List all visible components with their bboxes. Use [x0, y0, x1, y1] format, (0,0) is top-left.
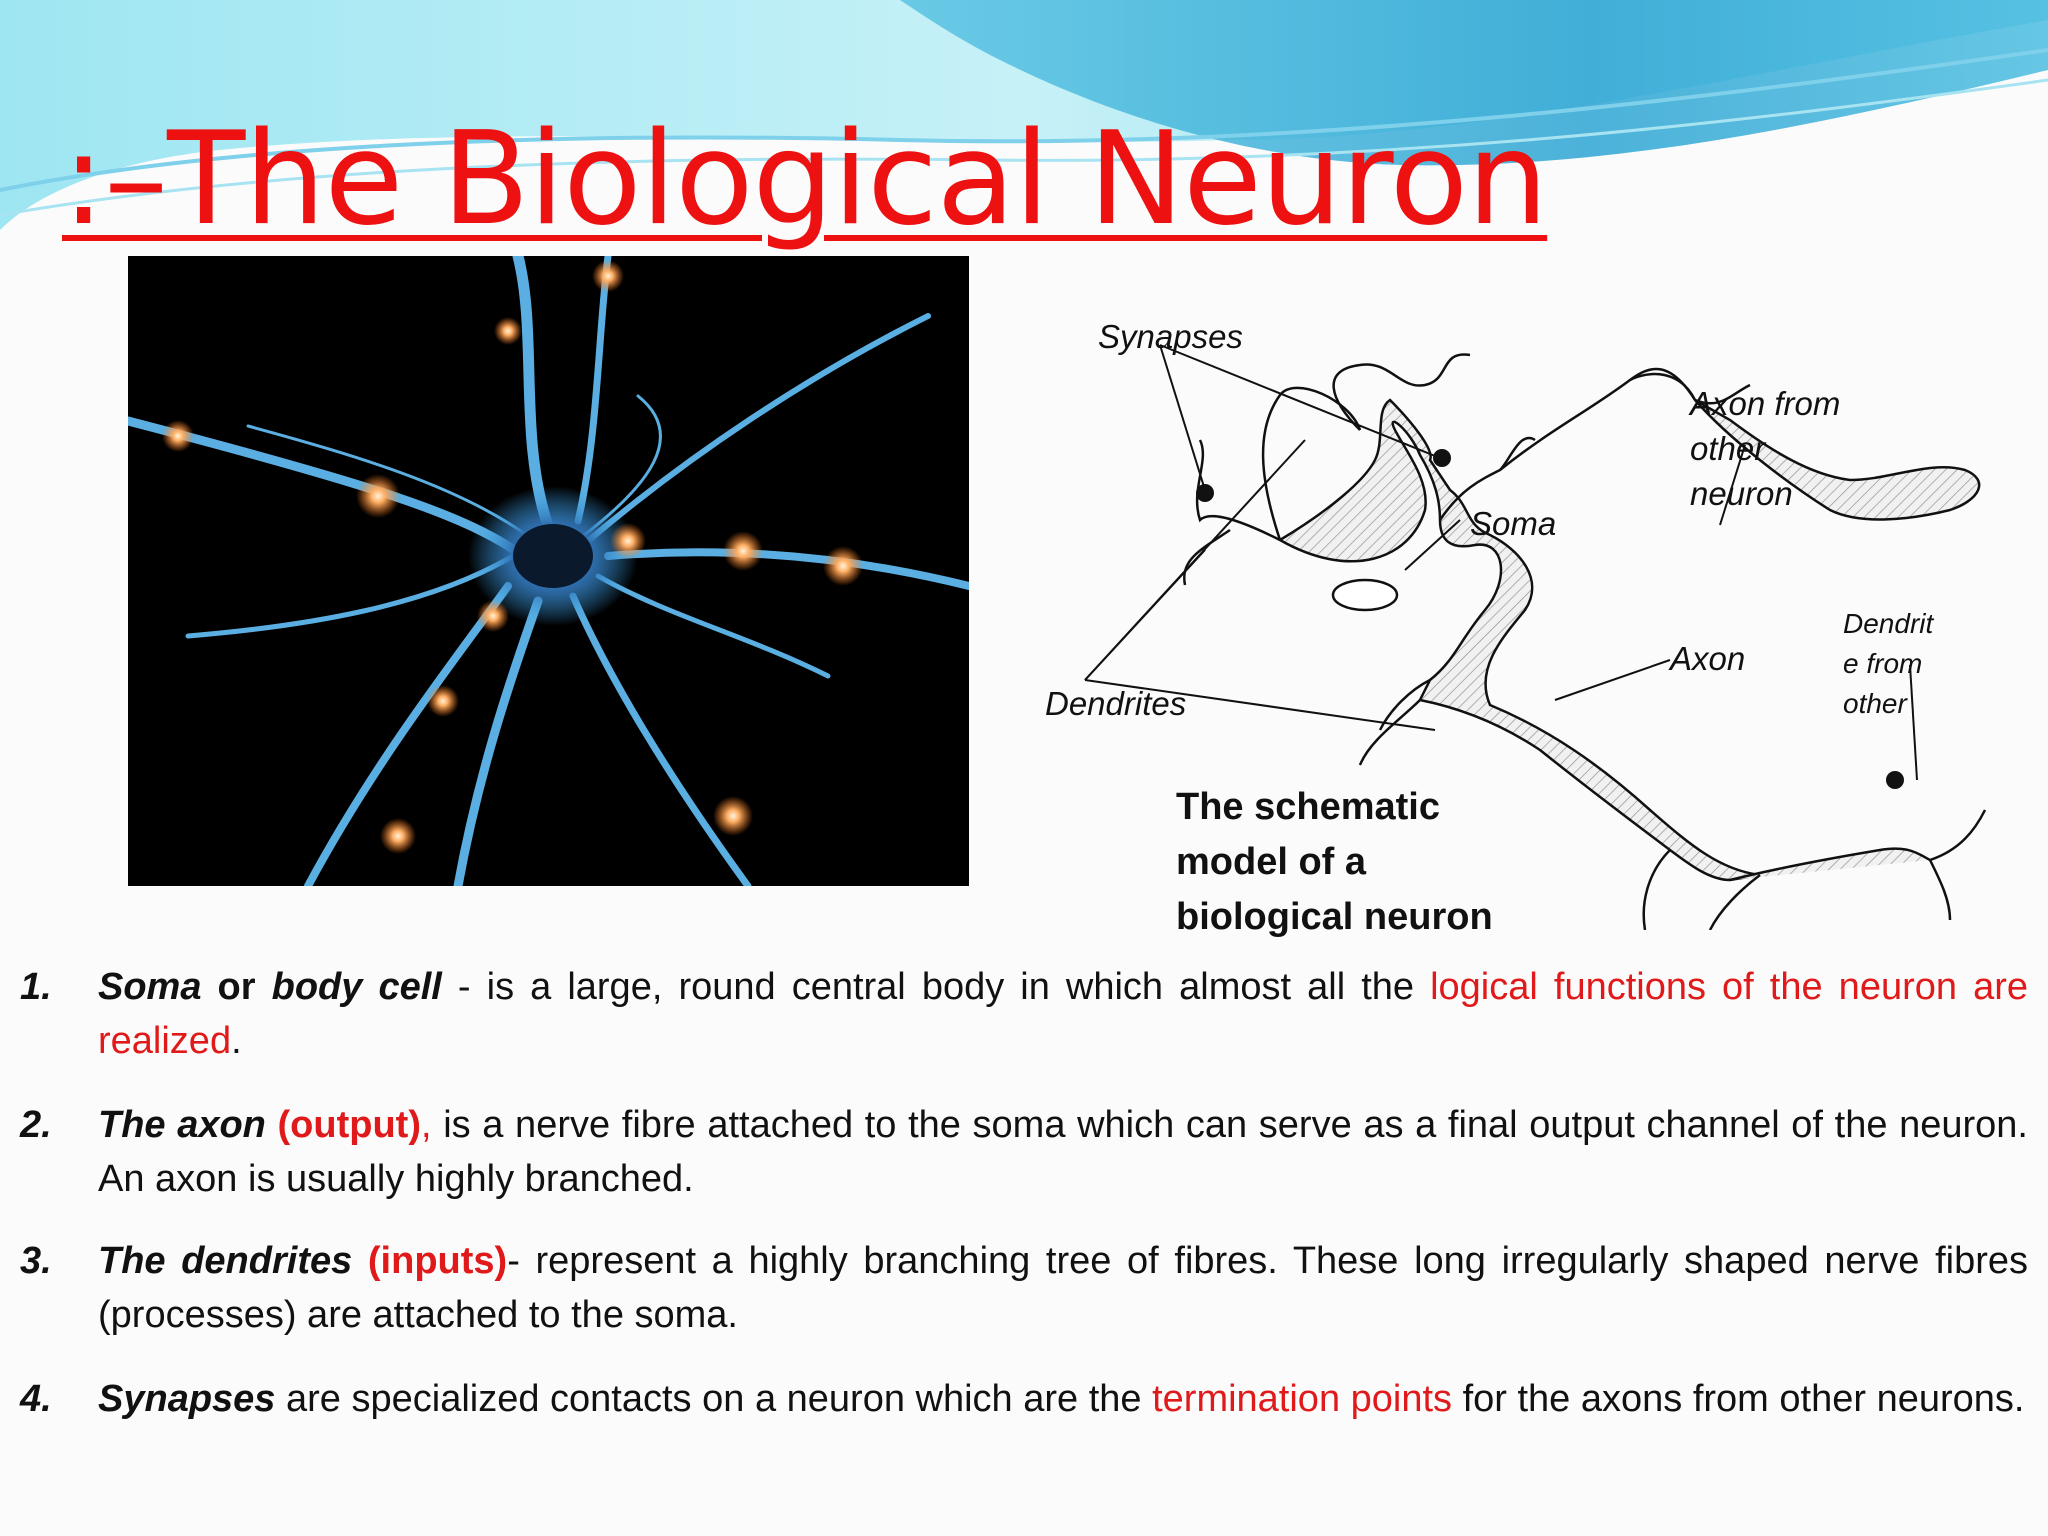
dendrites-text: - represent a highly branching tree of f… — [98, 1240, 2028, 1336]
list-item-dendrites: 3. The dendrites (inputs)- represent a h… — [20, 1234, 2028, 1342]
dendrites-tag: (inputs) — [352, 1240, 508, 1282]
label-dendrite-other-1: Dendrit — [1843, 608, 1934, 639]
axon-tag: (output) — [265, 1104, 421, 1146]
term-synapses: Synapses — [98, 1378, 276, 1420]
term-conjunction: or — [201, 966, 272, 1008]
label-axon-other-1: Axon from — [1690, 385, 1841, 422]
list-item-soma: 1. Soma or body cell - is a large, round… — [20, 960, 2028, 1068]
schematic-caption: The schematic model of a biological neur… — [1176, 780, 1493, 945]
synapse-dot-2 — [1433, 449, 1451, 467]
label-dendrite-other-3: other — [1843, 688, 1907, 719]
label-synapses: Synapses — [1098, 318, 1243, 355]
label-axon: Axon — [1670, 640, 1746, 677]
caption-line-2: model of a — [1176, 841, 1367, 883]
soma-text: - is a large, round central body in whic… — [441, 966, 1431, 1008]
term-axon: The axon — [98, 1104, 266, 1146]
synapses-text: are specialized contacts on a neuron whi… — [275, 1378, 1153, 1420]
label-axon-other-3: neuron — [1690, 475, 1793, 512]
label-soma: Soma — [1470, 505, 1557, 542]
axon-tag-tail: , — [421, 1104, 432, 1146]
list-number: 3. — [20, 1240, 52, 1282]
synapses-highlight: termination points — [1152, 1378, 1453, 1420]
schematic-diagram: Synapses Axon from other neuron Soma Den… — [1030, 310, 2030, 931]
list-item-axon: 2. The axon (output), is a nerve fibre a… — [20, 1098, 2028, 1206]
caption-line-1: The schematic — [1176, 786, 1440, 828]
term-dendrites: The dendrites — [98, 1240, 353, 1282]
synapse-dot-3 — [1886, 771, 1904, 789]
term-soma: Soma — [98, 966, 202, 1008]
soma-highlight: logical functions of the neuron are real… — [98, 966, 2028, 1062]
list-item-synapses: 4. Synapses are specialized contacts on … — [20, 1372, 2028, 1426]
schematic-drawing — [1084, 344, 1987, 931]
synapse-dot-1 — [1196, 484, 1214, 502]
axon-text: is a nerve fibre attached to the soma wh… — [98, 1104, 2028, 1200]
list-number: 1. — [20, 966, 52, 1008]
header-wave-decoration — [0, 0, 2048, 230]
label-dendrite-other-2: e from — [1843, 648, 1923, 679]
term-body-cell: body cell — [271, 966, 442, 1008]
synapses-text-end: for the axons from other neurons. — [1452, 1378, 2025, 1420]
slide-title: :–The Biological Neuron — [62, 105, 1548, 254]
list-number: 4. — [20, 1378, 52, 1420]
soma-text-end: . — [231, 1020, 242, 1062]
list-number: 2. — [20, 1104, 52, 1146]
neuron-illustration — [128, 256, 969, 886]
label-dendrites: Dendrites — [1045, 685, 1187, 722]
neuron-photo — [128, 256, 969, 886]
label-axon-other-2: other — [1690, 430, 1766, 467]
caption-line-3: biological neuron — [1176, 896, 1493, 938]
definition-list: 1. Soma or body cell - is a large, round… — [20, 960, 2028, 1426]
